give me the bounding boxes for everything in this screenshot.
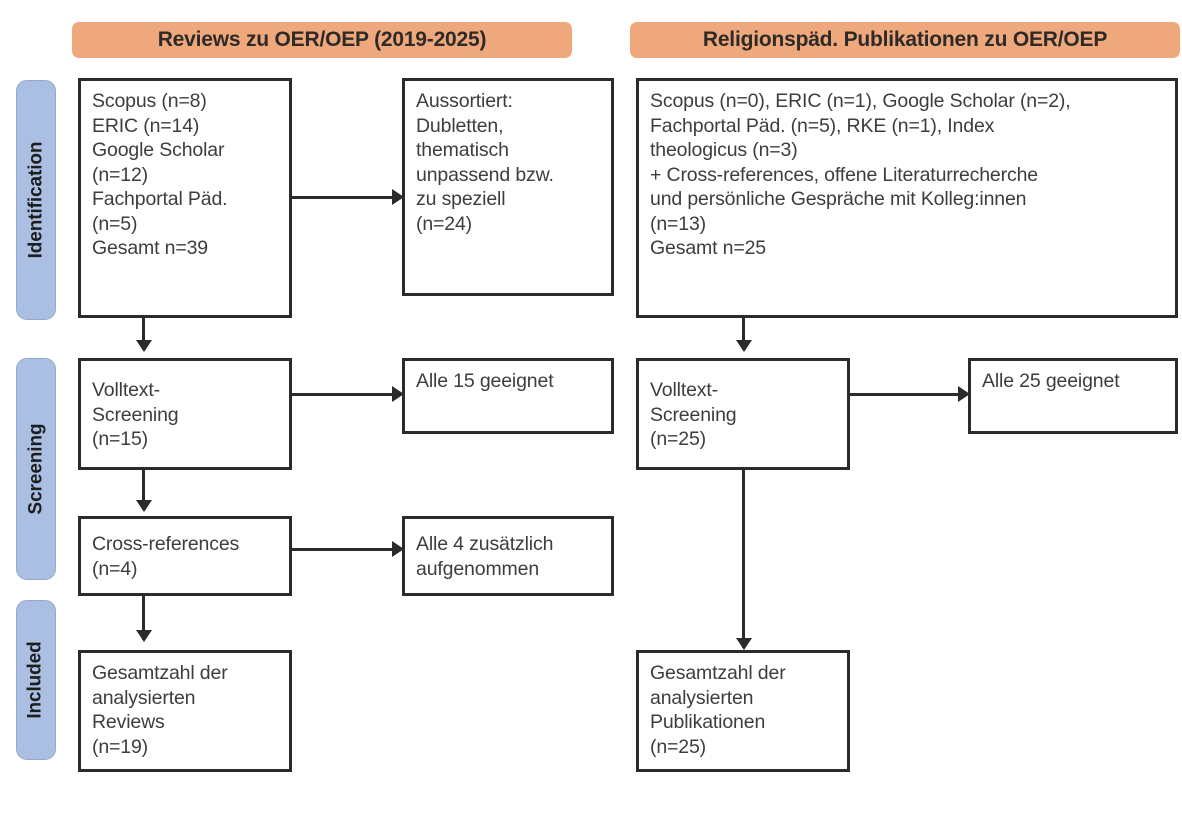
box-left-excluded-line-1: Aussortiert: (416, 90, 513, 112)
box-left-screening-line-2: Screening (92, 403, 179, 426)
box-left-identification: Scopus (n=8) ERIC (n=14) Google Scholar … (78, 78, 292, 318)
arrow-left-identification-to-screening (136, 340, 152, 352)
box-right-screening-result: Alle 25 geeignet (968, 358, 1178, 434)
box-left-included-line-3: Reviews (92, 711, 165, 734)
box-left-identification-line-3: Google Scholar (92, 139, 225, 162)
box-left-screening-result: Alle 15 geeignet (402, 358, 614, 434)
box-left-screening-line-3: (n=15) (92, 428, 149, 451)
box-left-excluded-line-5: zu speziell (416, 188, 506, 211)
box-right-included-line-1: Gesamtzahl der (650, 662, 786, 684)
arrow-left-screening-to-result (392, 386, 404, 402)
box-left-included-line-4: (n=19) (92, 735, 149, 758)
arrow-left-crossrefs-to-included (136, 630, 152, 642)
connector-left-identification-to-screening (142, 318, 145, 348)
box-right-identification-line-2: Fachportal Päd. (n=5), RKE (n=1), Index (650, 114, 995, 137)
box-left-screening-result-line-1: Alle 15 geeignet (416, 370, 554, 392)
connector-left-screening-to-crossrefs (142, 470, 145, 508)
stage-pill-screening: Screening (16, 358, 56, 580)
stage-pill-identification: Identification (16, 80, 56, 320)
box-right-identification: Scopus (n=0), ERIC (n=1), Google Scholar… (636, 78, 1178, 318)
connector-left-crossrefs-to-result (292, 548, 396, 551)
box-right-included-line-4: (n=25) (650, 735, 707, 758)
box-right-identification-line-3: theologicus (n=3) (650, 139, 798, 162)
connector-left-identification-to-excluded (292, 196, 396, 199)
box-right-included-line-3: Publikationen (650, 711, 766, 734)
box-right-included: Gesamtzahl der analysierten Publikatione… (636, 650, 850, 772)
arrow-right-screening-to-included (736, 638, 752, 650)
box-left-excluded-line-2: Dubletten, (416, 114, 504, 137)
box-left-screening-line-1: Volltext- (92, 379, 161, 402)
box-left-crossrefs: Cross-references (n=4) (78, 516, 292, 596)
arrow-left-identification-to-excluded (392, 189, 404, 205)
box-right-included-line-2: analysierten (650, 686, 754, 709)
box-left-crossrefs-result: Alle 4 zusätzlich aufgenommen (402, 516, 614, 596)
box-left-excluded-line-6: (n=24) (416, 212, 473, 235)
box-left-screening: Volltext- Screening (n=15) (78, 358, 292, 470)
box-left-crossrefs-line-1: Cross-references (92, 533, 240, 556)
box-right-identification-line-7: Gesamt n=25 (650, 237, 766, 260)
arrow-right-screening-to-result (958, 386, 970, 402)
box-left-crossrefs-line-2: (n=4) (92, 558, 138, 580)
box-left-identification-line-6: (n=5) (92, 212, 138, 235)
box-right-identification-line-1: Scopus (n=0), ERIC (n=1), Google Scholar… (650, 90, 1071, 112)
box-left-identification-line-7: Gesamt n=39 (92, 237, 208, 260)
box-left-identification-line-5: Fachportal Päd. (92, 188, 228, 211)
box-left-crossrefs-result-line-1: Alle 4 zusätzlich (416, 533, 554, 556)
box-right-screening-line-2: Screening (650, 403, 737, 426)
box-left-included: Gesamtzahl der analysierten Reviews (n=1… (78, 650, 292, 772)
box-right-screening: Volltext- Screening (n=25) (636, 358, 850, 470)
box-left-identification-line-2: ERIC (n=14) (92, 114, 200, 137)
box-right-identification-line-4: + Cross-references, offene Literaturrech… (650, 163, 1038, 186)
box-left-identification-line-4: (n=12) (92, 163, 149, 186)
stage-pill-screening-label: Screening (25, 423, 46, 515)
arrow-left-screening-to-crossrefs (136, 500, 152, 512)
column-header-religionspaed: Religionspäd. Publikationen zu OER/OEP (630, 22, 1180, 58)
box-left-excluded-line-3: thematisch (416, 139, 509, 162)
stage-pill-included: Included (16, 600, 56, 760)
box-left-crossrefs-result-line-2: aufgenommen (416, 558, 540, 580)
box-right-screening-line-3: (n=25) (650, 428, 707, 451)
box-right-screening-line-1: Volltext- (650, 379, 719, 402)
box-right-identification-line-6: (n=13) (650, 212, 707, 235)
connector-left-crossrefs-to-included (142, 596, 145, 640)
connector-right-identification-to-screening (742, 318, 745, 348)
box-right-identification-line-5: und persönliche Gespräche mit Kolleg:inn… (650, 188, 1027, 211)
column-header-reviews-label: Reviews zu OER/OEP (2019-2025) (157, 28, 487, 51)
box-right-screening-result-line-1: Alle 25 geeignet (982, 370, 1120, 392)
arrow-left-crossrefs-to-result (392, 541, 404, 557)
box-left-included-line-2: analysierten (92, 686, 196, 709)
connector-right-screening-to-included (742, 470, 745, 648)
connector-right-screening-to-result (850, 393, 962, 396)
column-header-religionspaed-label: Religionspäd. Publikationen zu OER/OEP (702, 28, 1108, 51)
box-left-excluded: Aussortiert: Dubletten, thematisch unpas… (402, 78, 614, 296)
box-left-identification-line-1: Scopus (n=8) (92, 90, 207, 112)
column-header-reviews: Reviews zu OER/OEP (2019-2025) (72, 22, 572, 58)
stage-pill-identification-label: Identification (25, 141, 47, 259)
connector-left-screening-to-result (292, 393, 396, 396)
box-left-excluded-line-4: unpassend bzw. (416, 163, 554, 186)
stage-pill-included-label: Included (25, 641, 47, 719)
box-left-included-line-1: Gesamtzahl der (92, 662, 228, 684)
arrow-right-identification-to-screening (736, 340, 752, 352)
